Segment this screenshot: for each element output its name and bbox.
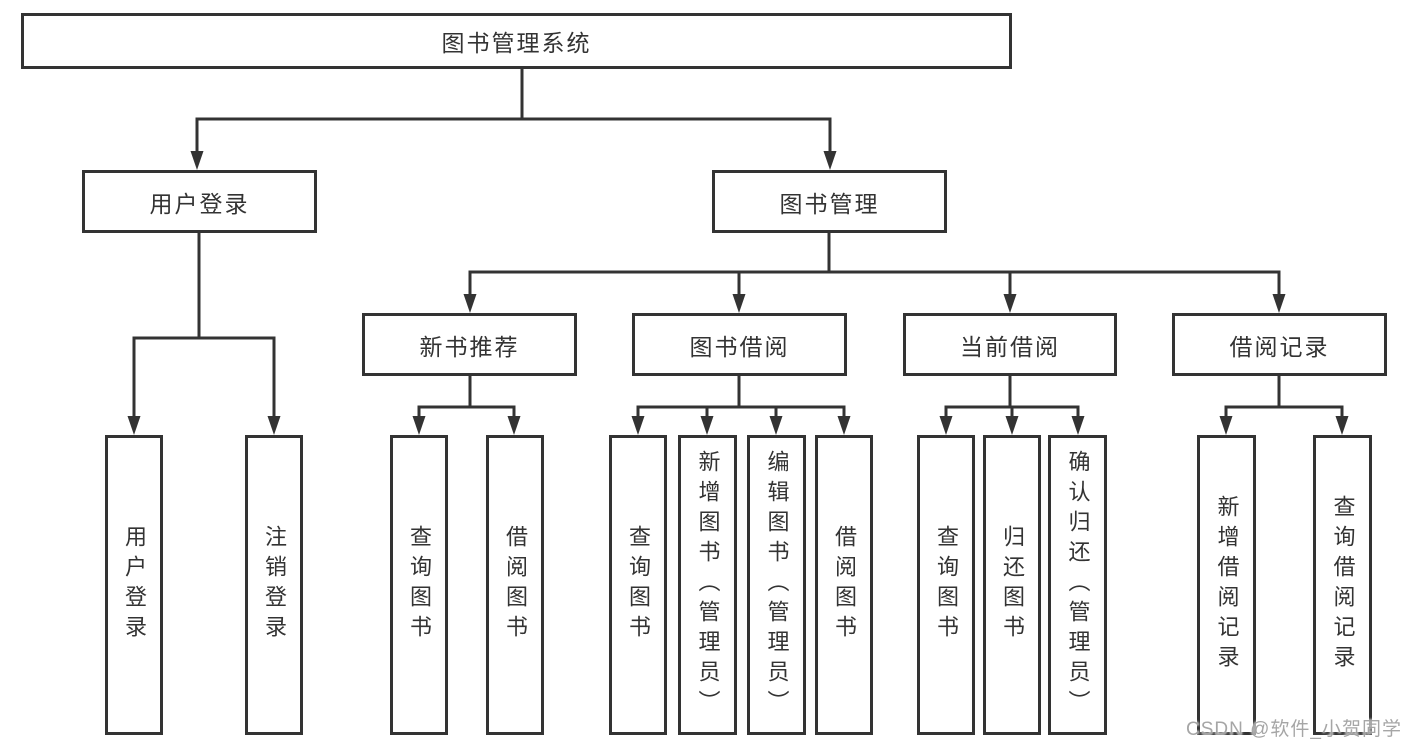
csdn-watermark: CSDN @软件_小贺同学 — [1186, 719, 1402, 740]
leaf-logout: 注销登录 — [245, 435, 303, 735]
leaf-label: 查询图书 — [934, 525, 959, 645]
node-user-login: 用户登录 — [82, 170, 317, 233]
node-label: 图书借阅 — [689, 333, 790, 360]
leaf-user-login: 用户登录 — [105, 435, 163, 735]
leaf-return-books: 归还图书 — [983, 435, 1041, 735]
leaf-query-books-recommend: 查询图书 — [390, 435, 448, 735]
node-library-management-system: 图书管理系统 — [21, 13, 1012, 69]
leaf-add-books-admin: 新增图书（管理员） — [678, 435, 737, 735]
leaf-label: 编辑图书（管理员） — [764, 450, 790, 720]
leaf-label: 注销登录 — [262, 525, 287, 645]
leaf-label: 新增图书（管理员） — [695, 450, 721, 720]
leaf-query-borrow-record: 查询借阅记录 — [1313, 435, 1372, 735]
leaf-label: 用户登录 — [122, 525, 147, 645]
leaf-label: 归还图书 — [1000, 525, 1025, 645]
leaf-label: 新增借阅记录 — [1214, 495, 1240, 675]
leaf-confirm-return-admin: 确认归还（管理员） — [1048, 435, 1107, 735]
node-label: 图书管理系统 — [441, 30, 592, 56]
node-book-management: 图书管理 — [712, 170, 947, 233]
arrowheads — [127, 151, 1349, 435]
node-label: 当前借阅 — [960, 333, 1060, 360]
leaf-query-books: 查询图书 — [609, 435, 667, 735]
node-label: 用户登录 — [149, 190, 250, 217]
leaf-add-borrow-record: 新增借阅记录 — [1197, 435, 1256, 735]
node-borrow-record: 借阅记录 — [1172, 313, 1387, 376]
leaf-query-books-current: 查询图书 — [917, 435, 975, 735]
node-new-book-recommend: 新书推荐 — [362, 313, 577, 376]
node-label: 借阅记录 — [1229, 333, 1330, 360]
leaf-borrow-books: 借阅图书 — [815, 435, 873, 735]
node-label: 图书管理 — [779, 190, 880, 217]
leaf-label: 借阅图书 — [503, 525, 528, 645]
node-book-borrow: 图书借阅 — [632, 313, 847, 376]
leaf-borrow-books-recommend: 借阅图书 — [486, 435, 544, 735]
leaf-label: 借阅图书 — [832, 525, 857, 645]
leaf-label: 查询图书 — [407, 525, 432, 645]
leaf-label: 确认归还（管理员） — [1065, 450, 1091, 720]
leaf-label: 查询图书 — [626, 525, 651, 645]
leaf-edit-books-admin: 编辑图书（管理员） — [747, 435, 806, 735]
node-label: 新书推荐 — [419, 333, 520, 360]
node-current-borrow: 当前借阅 — [903, 313, 1117, 376]
leaf-label: 查询借阅记录 — [1330, 495, 1356, 675]
